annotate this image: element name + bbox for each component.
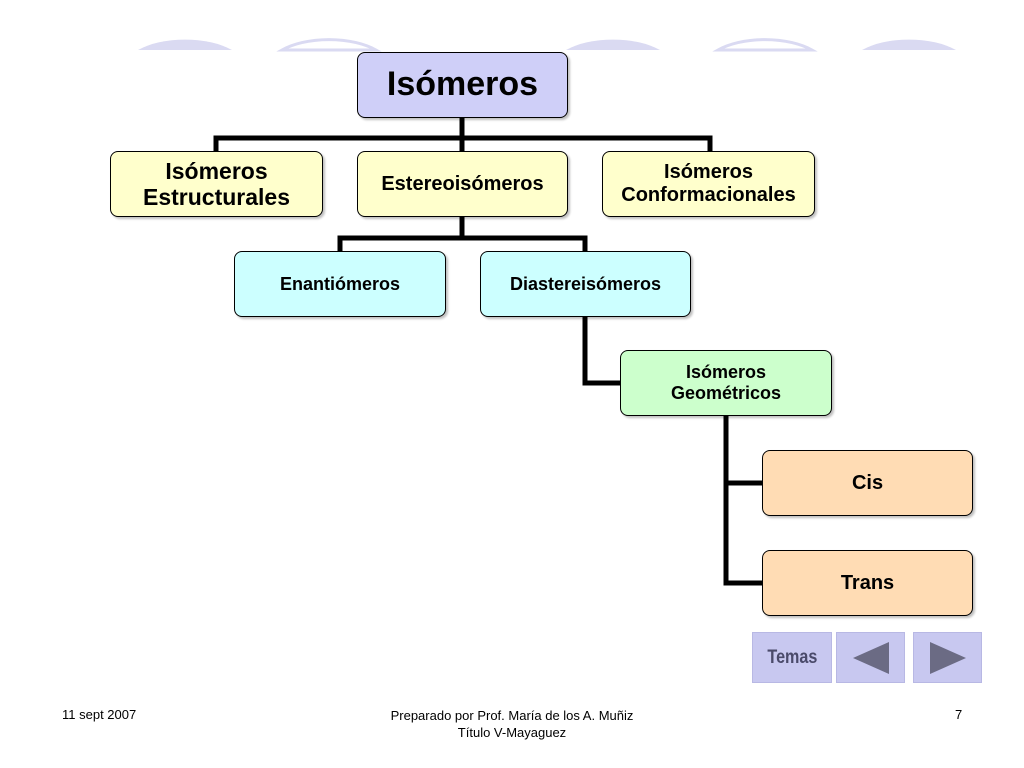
node-diastereisomeros-label: Diastereisómeros	[509, 273, 662, 294]
footer-page-number: 7	[955, 707, 963, 722]
node-geometricos-line1: Isómeros	[685, 362, 767, 383]
footer-author: Preparado por Prof. María de los A. Muñi…	[312, 707, 712, 741]
node-enantiomeros: Enantiómeros	[234, 251, 446, 317]
next-slide-button[interactable]	[913, 632, 982, 683]
previous-slide-button[interactable]	[836, 632, 905, 683]
node-isomeros-estructurales: Isómeros Estructurales	[110, 151, 323, 217]
arrow-left-icon	[852, 641, 889, 674]
node-conformacionales-line1: Isómeros	[664, 161, 753, 183]
footer-author-line2: Título V-Mayaguez	[457, 725, 567, 740]
node-isomeros-conformacionales: Isómeros Conformacionales	[602, 151, 815, 217]
node-trans-label: Trans	[840, 571, 895, 594]
temas-button[interactable]: Temas	[752, 632, 832, 683]
node-conformacionales-line2: Conformacionales	[621, 184, 796, 206]
node-isomeros: Isómeros	[357, 52, 568, 118]
node-cis: Cis	[762, 450, 973, 516]
node-enantiomeros-label: Enantiómeros	[279, 273, 401, 294]
node-cis-label: Cis	[851, 471, 884, 494]
node-geometricos-line2: Geométricos	[670, 383, 782, 403]
node-estereoisomeros: Estereoisómeros	[357, 151, 568, 217]
node-trans: Trans	[762, 550, 973, 616]
node-estructurales-line2: Estructurales	[142, 184, 290, 210]
arrow-right-icon	[929, 641, 966, 674]
footer-author-line1: Preparado por Prof. María de los A. Muñi…	[390, 708, 634, 723]
temas-label: Temas	[767, 646, 817, 668]
node-estructurales-line1: Isómeros	[165, 157, 268, 184]
footer-date: 11 sept 2007	[62, 707, 137, 722]
node-diastereisomeros: Diastereisómeros	[480, 251, 691, 317]
node-isomeros-label: Isómeros	[386, 65, 539, 104]
node-estereoisomeros-label: Estereoisómeros	[381, 172, 544, 195]
node-isomeros-geometricos: Isómeros Geométricos	[620, 350, 832, 416]
